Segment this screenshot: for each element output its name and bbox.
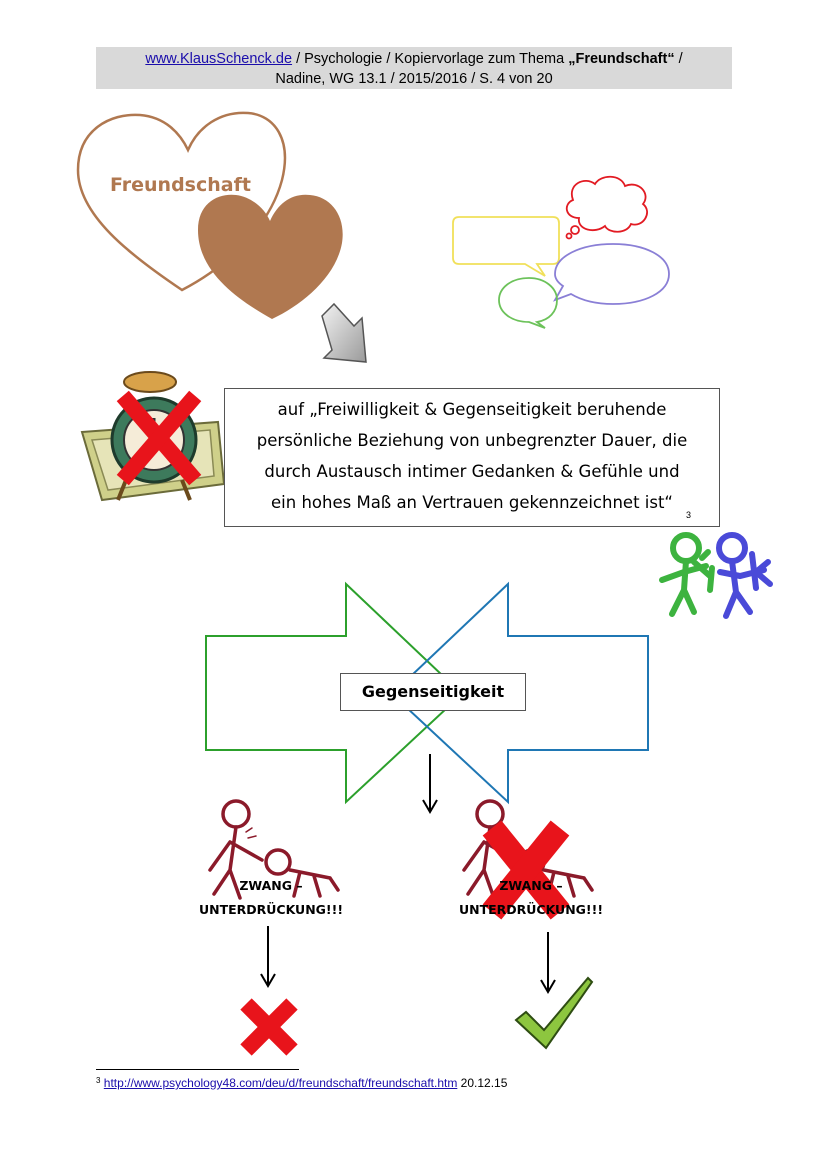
footnote-separator	[96, 1069, 299, 1070]
left-coercion-label: ZWANG – UNTERDRÜCKUNG!!!	[186, 874, 356, 922]
rejected-cross-icon	[240, 998, 298, 1056]
yellow-speech-bubble-icon	[452, 216, 560, 277]
footnote-reference: 3	[686, 510, 692, 520]
page-header: www.KlausSchenck.de / Psychologie / Kopi…	[96, 47, 732, 89]
header-topic: „Freundschaft“	[568, 51, 675, 67]
header-breadcrumb: / Psychologie / Kopiervorlage zum Thema	[292, 51, 569, 67]
coercion-figures-right-icon	[462, 799, 594, 920]
definition-line-2: persönliche Beziehung von unbegrenzter D…	[256, 431, 688, 450]
blue-figure	[716, 532, 773, 619]
blue-left-arrow-icon	[390, 581, 649, 805]
green-right-arrow-icon	[205, 581, 464, 805]
ok-stick-figures-icon	[659, 532, 773, 619]
clock-crossed-icon	[80, 371, 226, 502]
heart-graphic	[76, 111, 343, 319]
approved-check-icon	[514, 976, 594, 1050]
center-down-arrow-icon	[422, 754, 438, 814]
header-line-1: www.KlausSchenck.de / Psychologie / Kopi…	[96, 49, 732, 69]
green-figure	[659, 532, 715, 617]
right-coercion-line-1: ZWANG –	[499, 878, 563, 893]
thought-bubble-icon	[565, 175, 648, 240]
speech-bubbles	[452, 175, 670, 329]
green-speech-bubble-icon	[498, 277, 558, 329]
footnote: 3 http://www.psychology48.com/deu/d/freu…	[96, 1076, 507, 1090]
converging-arrows	[205, 581, 649, 805]
header-separator: /	[674, 51, 683, 67]
big-red-cross-icon	[482, 820, 570, 920]
definition-line-4: ein hohes Maß an Vertrauen gekennzeichne…	[271, 493, 673, 512]
header-line-2: Nadine, WG 13.1 / 2015/2016 / S. 4 von 2…	[275, 71, 553, 87]
left-coercion-line-2: UNTERDRÜCKUNG!!!	[198, 902, 344, 917]
definition-line-1: auf „Freiwilligkeit & Gegenseitigkeit be…	[277, 400, 667, 419]
footnote-date: 20.12.15	[457, 1076, 508, 1090]
klausschenck-link[interactable]: www.KlausSchenck.de	[145, 51, 293, 67]
coercion-figures-left-icon	[208, 799, 340, 900]
right-down-arrow-icon	[540, 932, 556, 994]
gegenseitigkeit-box: Gegenseitigkeit	[340, 673, 526, 711]
red-cross-icon	[116, 390, 202, 486]
heart-filled-icon	[198, 194, 343, 319]
heart-label: Freundschaft	[110, 174, 251, 196]
footnote-link[interactable]: http://www.psychology48.com/deu/d/freund…	[103, 1076, 458, 1090]
left-coercion-line-1: ZWANG –	[239, 878, 303, 893]
down-right-arrow-icon	[321, 302, 367, 363]
left-down-arrow-icon	[260, 926, 276, 988]
definition-line-3: durch Austausch intimer Gedanken & Gefüh…	[264, 462, 680, 481]
heart-outline-icon	[76, 111, 287, 292]
right-coercion-label: ZWANG – UNTERDRÜCKUNG!!!	[446, 874, 616, 922]
footnote-number: 3	[96, 1076, 101, 1085]
definition-box: auf „Freiwilligkeit & Gegenseitigkeit be…	[224, 388, 720, 527]
purple-speech-bubble-icon	[552, 243, 670, 305]
right-coercion-line-2: UNTERDRÜCKUNG!!!	[458, 902, 604, 917]
